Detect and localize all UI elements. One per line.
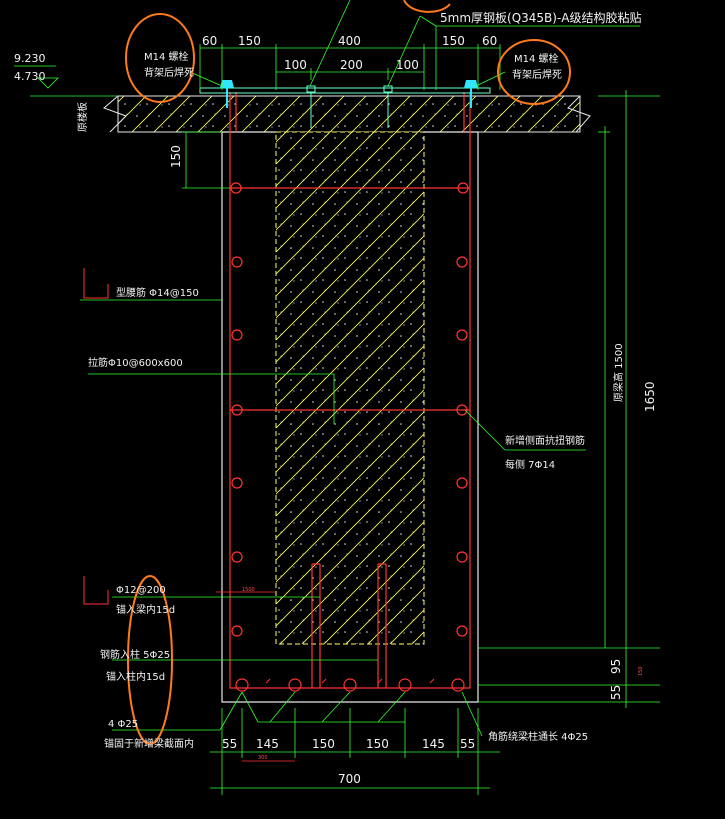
annotation-circles xyxy=(125,0,571,745)
dim-bottom-150-left: 150 xyxy=(312,737,335,751)
bolt-right xyxy=(464,80,478,108)
note-side-rebar-2: 每侧 7Φ14 xyxy=(505,458,555,471)
dim-inner-200: 200 xyxy=(340,58,363,72)
dim-bottom-150-right: 150 xyxy=(366,737,389,751)
dim-top-60-left: 60 xyxy=(202,34,217,48)
note-bottom-bar-2: 锚入柱内15d xyxy=(106,670,165,683)
bolt-center-left xyxy=(306,85,316,128)
note-corner-bars: 角筋绕梁柱通长 4Φ25 xyxy=(488,730,588,743)
bolt-note-left-1: M14 螺栓 xyxy=(144,50,189,63)
elevation-2: 4.730 xyxy=(14,70,46,83)
red-tag-1500: 1500 xyxy=(242,587,255,593)
note-bottom-bar-1: 钢筋入柱 5Φ25 xyxy=(100,648,170,661)
new-concrete-jacket xyxy=(221,131,479,703)
dim-top-400: 400 xyxy=(338,34,361,48)
note-tie-bar: 拉筋Φ10@600x600 xyxy=(88,356,183,369)
dim-bottom-55-right: 55 xyxy=(460,737,475,751)
red-tag-150: 150 xyxy=(638,666,644,676)
small-rebar-marks xyxy=(265,678,435,684)
dim-inner-100-left: 100 xyxy=(284,58,307,72)
dim-bottom-145-right: 145 xyxy=(422,737,445,751)
bolt-note-right-1: M14 螺栓 xyxy=(514,52,559,65)
dim-bottom-55-left: 55 xyxy=(222,737,237,751)
note-stirrup-2: 锚入梁内15d xyxy=(116,603,175,616)
dim-right-55: 55 xyxy=(609,685,623,700)
plate-note: 5mm厚钢板(Q345B)-A级结构胶粘贴 xyxy=(440,10,642,25)
steel-plate xyxy=(199,87,491,94)
existing-slab xyxy=(103,95,591,133)
stirrup xyxy=(229,92,471,689)
slab-label: 原楼板 xyxy=(76,102,89,132)
dim-top-150-right: 150 xyxy=(442,34,465,48)
bolt-left xyxy=(220,80,234,108)
red-tag-300: 300 xyxy=(258,755,268,761)
section-markers xyxy=(83,268,109,605)
dim-right-1500: 原梁高 1500 xyxy=(612,343,625,402)
dim-right-1650: 1650 xyxy=(643,381,657,412)
dim-top-150-left: 150 xyxy=(238,34,261,48)
note-waist-bar: 型腰筋 Φ14@150 xyxy=(116,286,199,299)
bottom-rebars xyxy=(235,678,465,692)
note-side-rebar-1: 新增侧面抗扭钢筋 xyxy=(505,434,585,447)
dim-bottom-145-left: 145 xyxy=(256,737,279,751)
side-rebars xyxy=(230,182,469,637)
bolt-note-right-2: 背架后焊死 xyxy=(512,68,562,81)
note-bottom-left-2: 锚固于新增梁截面内 xyxy=(104,737,194,750)
dim-right-95: 95 xyxy=(609,659,623,674)
note-bottom-left-1: 4 Φ25 xyxy=(108,719,138,730)
note-stirrup-1: Φ12@200 xyxy=(116,585,166,596)
dim-total-700: 700 xyxy=(338,772,361,786)
existing-beam-core xyxy=(275,131,425,645)
dim-inner-100-right: 100 xyxy=(396,58,419,72)
elevation-1: 9.230 xyxy=(14,52,46,65)
dim-left-150: 150 xyxy=(169,145,183,168)
bolt-note-left-2: 背架后焊死 xyxy=(144,66,194,79)
dim-top-60-right: 60 xyxy=(482,34,497,48)
dimension-lines xyxy=(14,0,660,795)
